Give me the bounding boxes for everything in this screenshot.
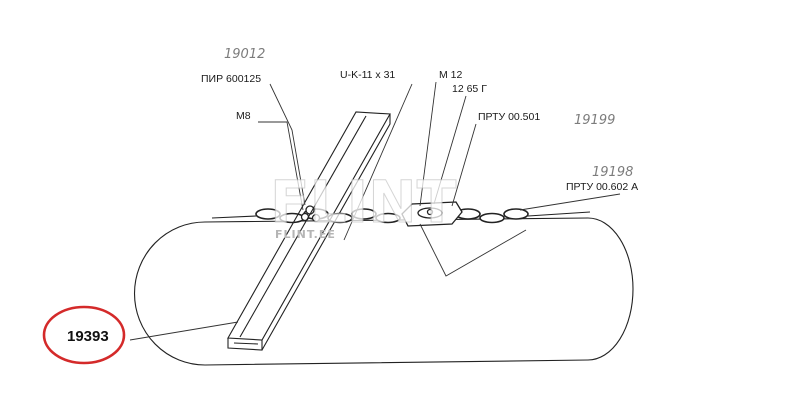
handwritten-19198: 19198 [592,165,633,180]
label-prtu-00-602a: ПРТУ 00.602 А [566,181,638,193]
watermark: FLINT FLINT.EE [270,168,458,242]
leader-lines [129,81,621,341]
label-m8: M8 [236,110,251,122]
tire-outline [133,217,634,366]
label-12-65-g: 12 65 Г [452,83,487,95]
part-number-circle [42,305,126,365]
label-prtu-00-501: ПРТУ 00.501 [478,111,540,123]
label-pir-600125: ПИР 600125 [201,73,261,85]
handwritten-19012: 19012 [224,47,265,62]
label-u-k-11x31: U-K-11 x 31 [340,69,395,81]
handwritten-19199: 19199 [574,113,615,128]
part-number-callout: 19393 [42,305,126,365]
label-m12: M 12 [439,69,463,81]
watermark-sub: FLINT.EE [275,228,336,241]
bolt-m8 [300,205,321,223]
part-number: 19393 [67,328,109,345]
clamp-plate-m12 [401,201,463,227]
watermark-main: FLINT [270,168,457,236]
u-profile-bar [227,111,391,351]
